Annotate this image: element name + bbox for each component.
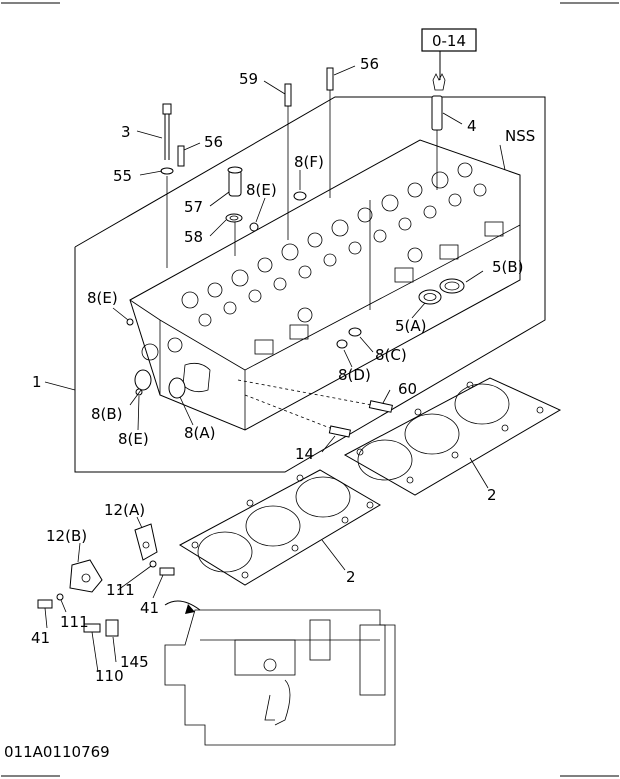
callout-57: 57 [184, 198, 203, 216]
expansion-plugs [418, 278, 465, 305]
reference-box[interactable]: 0-14 [421, 28, 477, 80]
injector-sleeve [225, 166, 243, 256]
head-gasket-upper [343, 377, 562, 496]
callout-60: 60 [398, 380, 417, 398]
callout-2-upper: 2 [487, 486, 497, 504]
bracket-b [37, 559, 119, 637]
callout-56-left: 56 [204, 133, 223, 151]
engine-overview [164, 600, 396, 746]
small-plugs [126, 191, 362, 396]
callout-8e-bottom: 8(E) [118, 430, 149, 448]
callout-56-top: 56 [360, 55, 379, 73]
reference-box-label: 0-14 [432, 32, 466, 50]
callout-145: 145 [120, 653, 149, 671]
top-studs [284, 67, 334, 240]
callout-12b: 12(B) [46, 527, 87, 545]
callout-110: 110 [95, 667, 124, 685]
callout-8b: 8(B) [91, 405, 123, 423]
callout-4: 4 [467, 117, 477, 135]
callout-111-left: 111 [60, 613, 89, 631]
gasket-studs [237, 379, 393, 438]
side-plugs [134, 369, 186, 399]
drawing-code: 011A0110769 [4, 743, 110, 761]
callout-labels: 3 55 56 59 56 57 58 8(E) 8(F) 4 NSS 5(B)… [31, 55, 535, 685]
callout-1: 1 [32, 373, 42, 391]
callout-55: 55 [113, 167, 132, 185]
callout-8d: 8(D) [338, 366, 371, 384]
injector-tube [431, 73, 446, 190]
callout-5a: 5(A) [395, 317, 427, 335]
callout-41-left: 41 [31, 629, 50, 647]
callout-14: 14 [295, 445, 314, 463]
callout-5b: 5(B) [492, 258, 524, 276]
callout-8f: 8(F) [294, 153, 324, 171]
callout-8e-left: 8(E) [87, 289, 118, 307]
callout-111-right: 111 [106, 581, 135, 599]
bracket-a [134, 523, 175, 576]
callout-58: 58 [184, 228, 203, 246]
leader-lines [44, 65, 506, 673]
callout-59: 59 [239, 70, 258, 88]
callout-8e-top: 8(E) [246, 181, 277, 199]
head-bolt [160, 103, 185, 268]
assembly-frame [74, 96, 546, 473]
cylinder-head [129, 139, 521, 431]
callout-nss: NSS [505, 127, 535, 145]
callout-8c: 8(C) [375, 346, 407, 364]
callout-8a: 8(A) [184, 424, 216, 442]
callout-2-lower: 2 [346, 568, 356, 586]
callout-12a: 12(A) [104, 501, 145, 519]
callout-3: 3 [121, 123, 131, 141]
callout-41-right: 41 [140, 599, 159, 617]
head-gasket-lower [178, 469, 381, 586]
